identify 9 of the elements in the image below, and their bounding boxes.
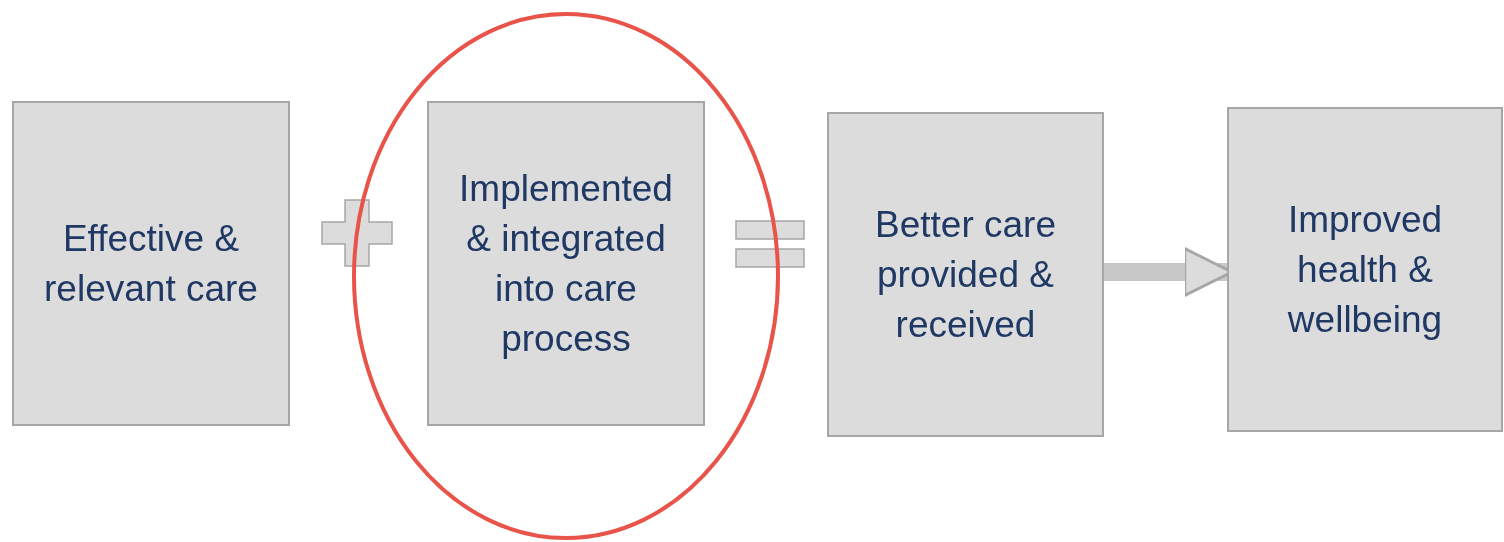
process-box <box>1227 107 1503 432</box>
box-text: Improved health & wellbeing <box>1286 197 1444 342</box>
highlight-ellipse <box>352 12 780 540</box>
box-text: Better care provided & received <box>874 202 1057 347</box>
box-text: Effective & relevant care <box>43 216 259 311</box>
process-box <box>427 101 705 426</box>
process-box <box>12 101 290 426</box>
box-text: Implemented & integrated into care process <box>458 166 674 361</box>
process-box <box>827 112 1104 437</box>
